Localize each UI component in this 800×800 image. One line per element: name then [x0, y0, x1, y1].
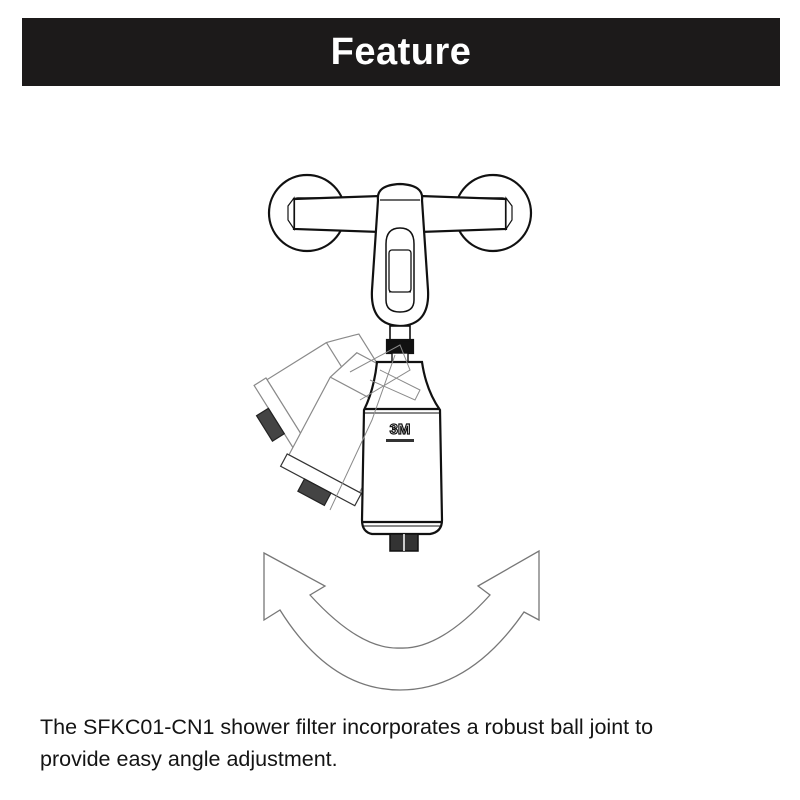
- model-label-mark: [386, 439, 414, 442]
- caption-line-1: The SFKC01-CN1 shower filter incorporate…: [40, 715, 654, 739]
- brand-logo: 3M: [390, 421, 411, 438]
- filter-main: [360, 360, 444, 552]
- page-title: Feature: [330, 30, 472, 73]
- wall-faucet: [267, 173, 533, 364]
- shower-filter-illustration: 3M: [253, 173, 540, 691]
- ball-joint-nut: [385, 338, 415, 355]
- header-banner: Feature: [22, 18, 780, 86]
- ghost-overlap-lines: [329, 344, 421, 511]
- caption-line-2: provide easy angle adjustment.: [40, 747, 338, 771]
- feature-caption: The SFKC01-CN1 shower filter incorporate…: [40, 711, 770, 775]
- rotation-arrow-icon: [263, 549, 540, 691]
